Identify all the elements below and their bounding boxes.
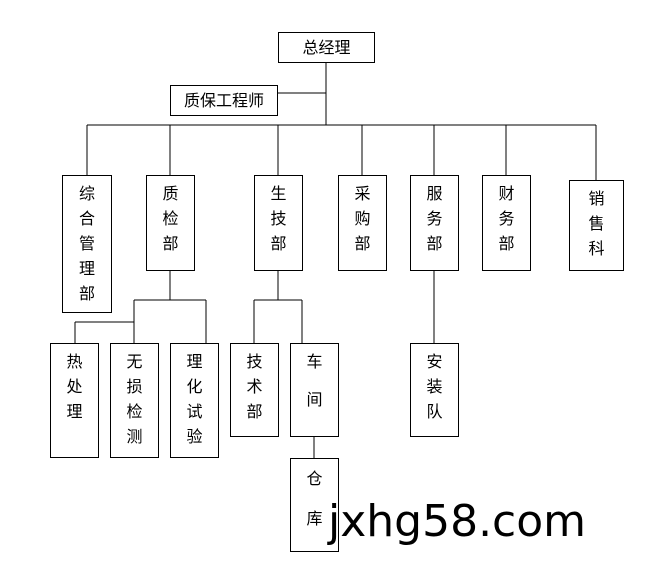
node-ndt: 无 损 检 测 bbox=[110, 343, 159, 458]
node-sales: 销 售 科 bbox=[569, 180, 624, 271]
node-warehouse: 仓 库 bbox=[290, 458, 339, 552]
node-installation-char: 队 bbox=[426, 402, 443, 421]
node-installation-char: 装 bbox=[426, 377, 443, 396]
node-general-management-char: 综 bbox=[78, 184, 95, 203]
node-heat-treatment-char: 处 bbox=[66, 377, 83, 396]
node-general-management-char: 理 bbox=[78, 259, 95, 278]
node-ndt-char: 无 bbox=[126, 352, 143, 371]
node-purchasing: 采 购 部 bbox=[338, 175, 387, 271]
node-installation: 安 装 队 bbox=[410, 343, 459, 437]
node-lab-test-char: 理 bbox=[186, 352, 203, 371]
node-technical-char: 技 bbox=[246, 352, 263, 371]
node-technical-char: 术 bbox=[246, 377, 263, 396]
node-purchasing-char: 采 bbox=[354, 184, 371, 203]
node-ndt-char: 测 bbox=[126, 427, 143, 446]
node-heat-treatment: 热 处 理 bbox=[50, 343, 99, 458]
node-workshop-char: 间 bbox=[306, 390, 323, 409]
node-heat-treatment-char: 理 bbox=[66, 402, 83, 421]
node-technical: 技 术 部 bbox=[230, 343, 279, 437]
node-production-tech: 生 技 部 bbox=[254, 175, 303, 271]
node-purchasing-char: 购 bbox=[354, 209, 371, 228]
node-ndt-char: 检 bbox=[126, 402, 143, 421]
node-purchasing-char: 部 bbox=[354, 234, 371, 253]
node-quality-dept: 质 检 部 bbox=[146, 175, 195, 271]
node-heat-treatment-char: 热 bbox=[66, 352, 83, 371]
node-lab-test-char: 化 bbox=[186, 377, 203, 396]
node-ndt-char: 损 bbox=[126, 377, 143, 396]
node-sales-char: 销 bbox=[588, 189, 605, 208]
node-qa-engineer-label: 质保工程师 bbox=[183, 90, 264, 110]
watermark-text: jxhg58.com bbox=[328, 496, 587, 547]
node-general-management-char: 部 bbox=[78, 284, 95, 303]
node-warehouse-char: 仓 bbox=[306, 469, 323, 488]
node-general-management-char: 管 bbox=[78, 234, 95, 253]
node-technical-char: 部 bbox=[246, 402, 263, 421]
node-sales-char: 科 bbox=[588, 239, 605, 258]
node-ceo: 总经理 bbox=[278, 32, 375, 63]
node-production-tech-char: 技 bbox=[270, 209, 287, 228]
node-lab-test: 理 化 试 验 bbox=[170, 343, 219, 458]
node-qa-engineer: 质保工程师 bbox=[170, 85, 278, 116]
node-quality-dept-char: 检 bbox=[162, 209, 179, 228]
node-workshop-char: 车 bbox=[306, 352, 323, 371]
node-service: 服 务 部 bbox=[410, 175, 459, 271]
node-lab-test-char: 验 bbox=[186, 427, 203, 446]
node-workshop: 车 间 bbox=[290, 343, 339, 437]
node-production-tech-char: 部 bbox=[270, 234, 287, 253]
node-general-management-char: 合 bbox=[78, 209, 95, 228]
node-quality-dept-char: 质 bbox=[162, 184, 179, 203]
node-general-management: 综 合 管 理 部 bbox=[62, 175, 112, 313]
node-lab-test-char: 试 bbox=[186, 402, 203, 421]
node-production-tech-char: 生 bbox=[270, 184, 287, 203]
node-finance: 财 务 部 bbox=[482, 175, 531, 271]
node-service-char: 服 bbox=[426, 184, 443, 203]
node-service-char: 部 bbox=[426, 234, 443, 253]
node-installation-char: 安 bbox=[426, 352, 443, 371]
node-finance-char: 部 bbox=[498, 234, 515, 253]
node-service-char: 务 bbox=[426, 209, 443, 228]
node-quality-dept-char: 部 bbox=[162, 234, 179, 253]
node-sales-char: 售 bbox=[588, 214, 605, 233]
node-warehouse-char: 库 bbox=[306, 509, 323, 528]
node-finance-char: 财 bbox=[498, 184, 515, 203]
node-ceo-label: 总经理 bbox=[302, 37, 351, 57]
node-finance-char: 务 bbox=[498, 209, 515, 228]
